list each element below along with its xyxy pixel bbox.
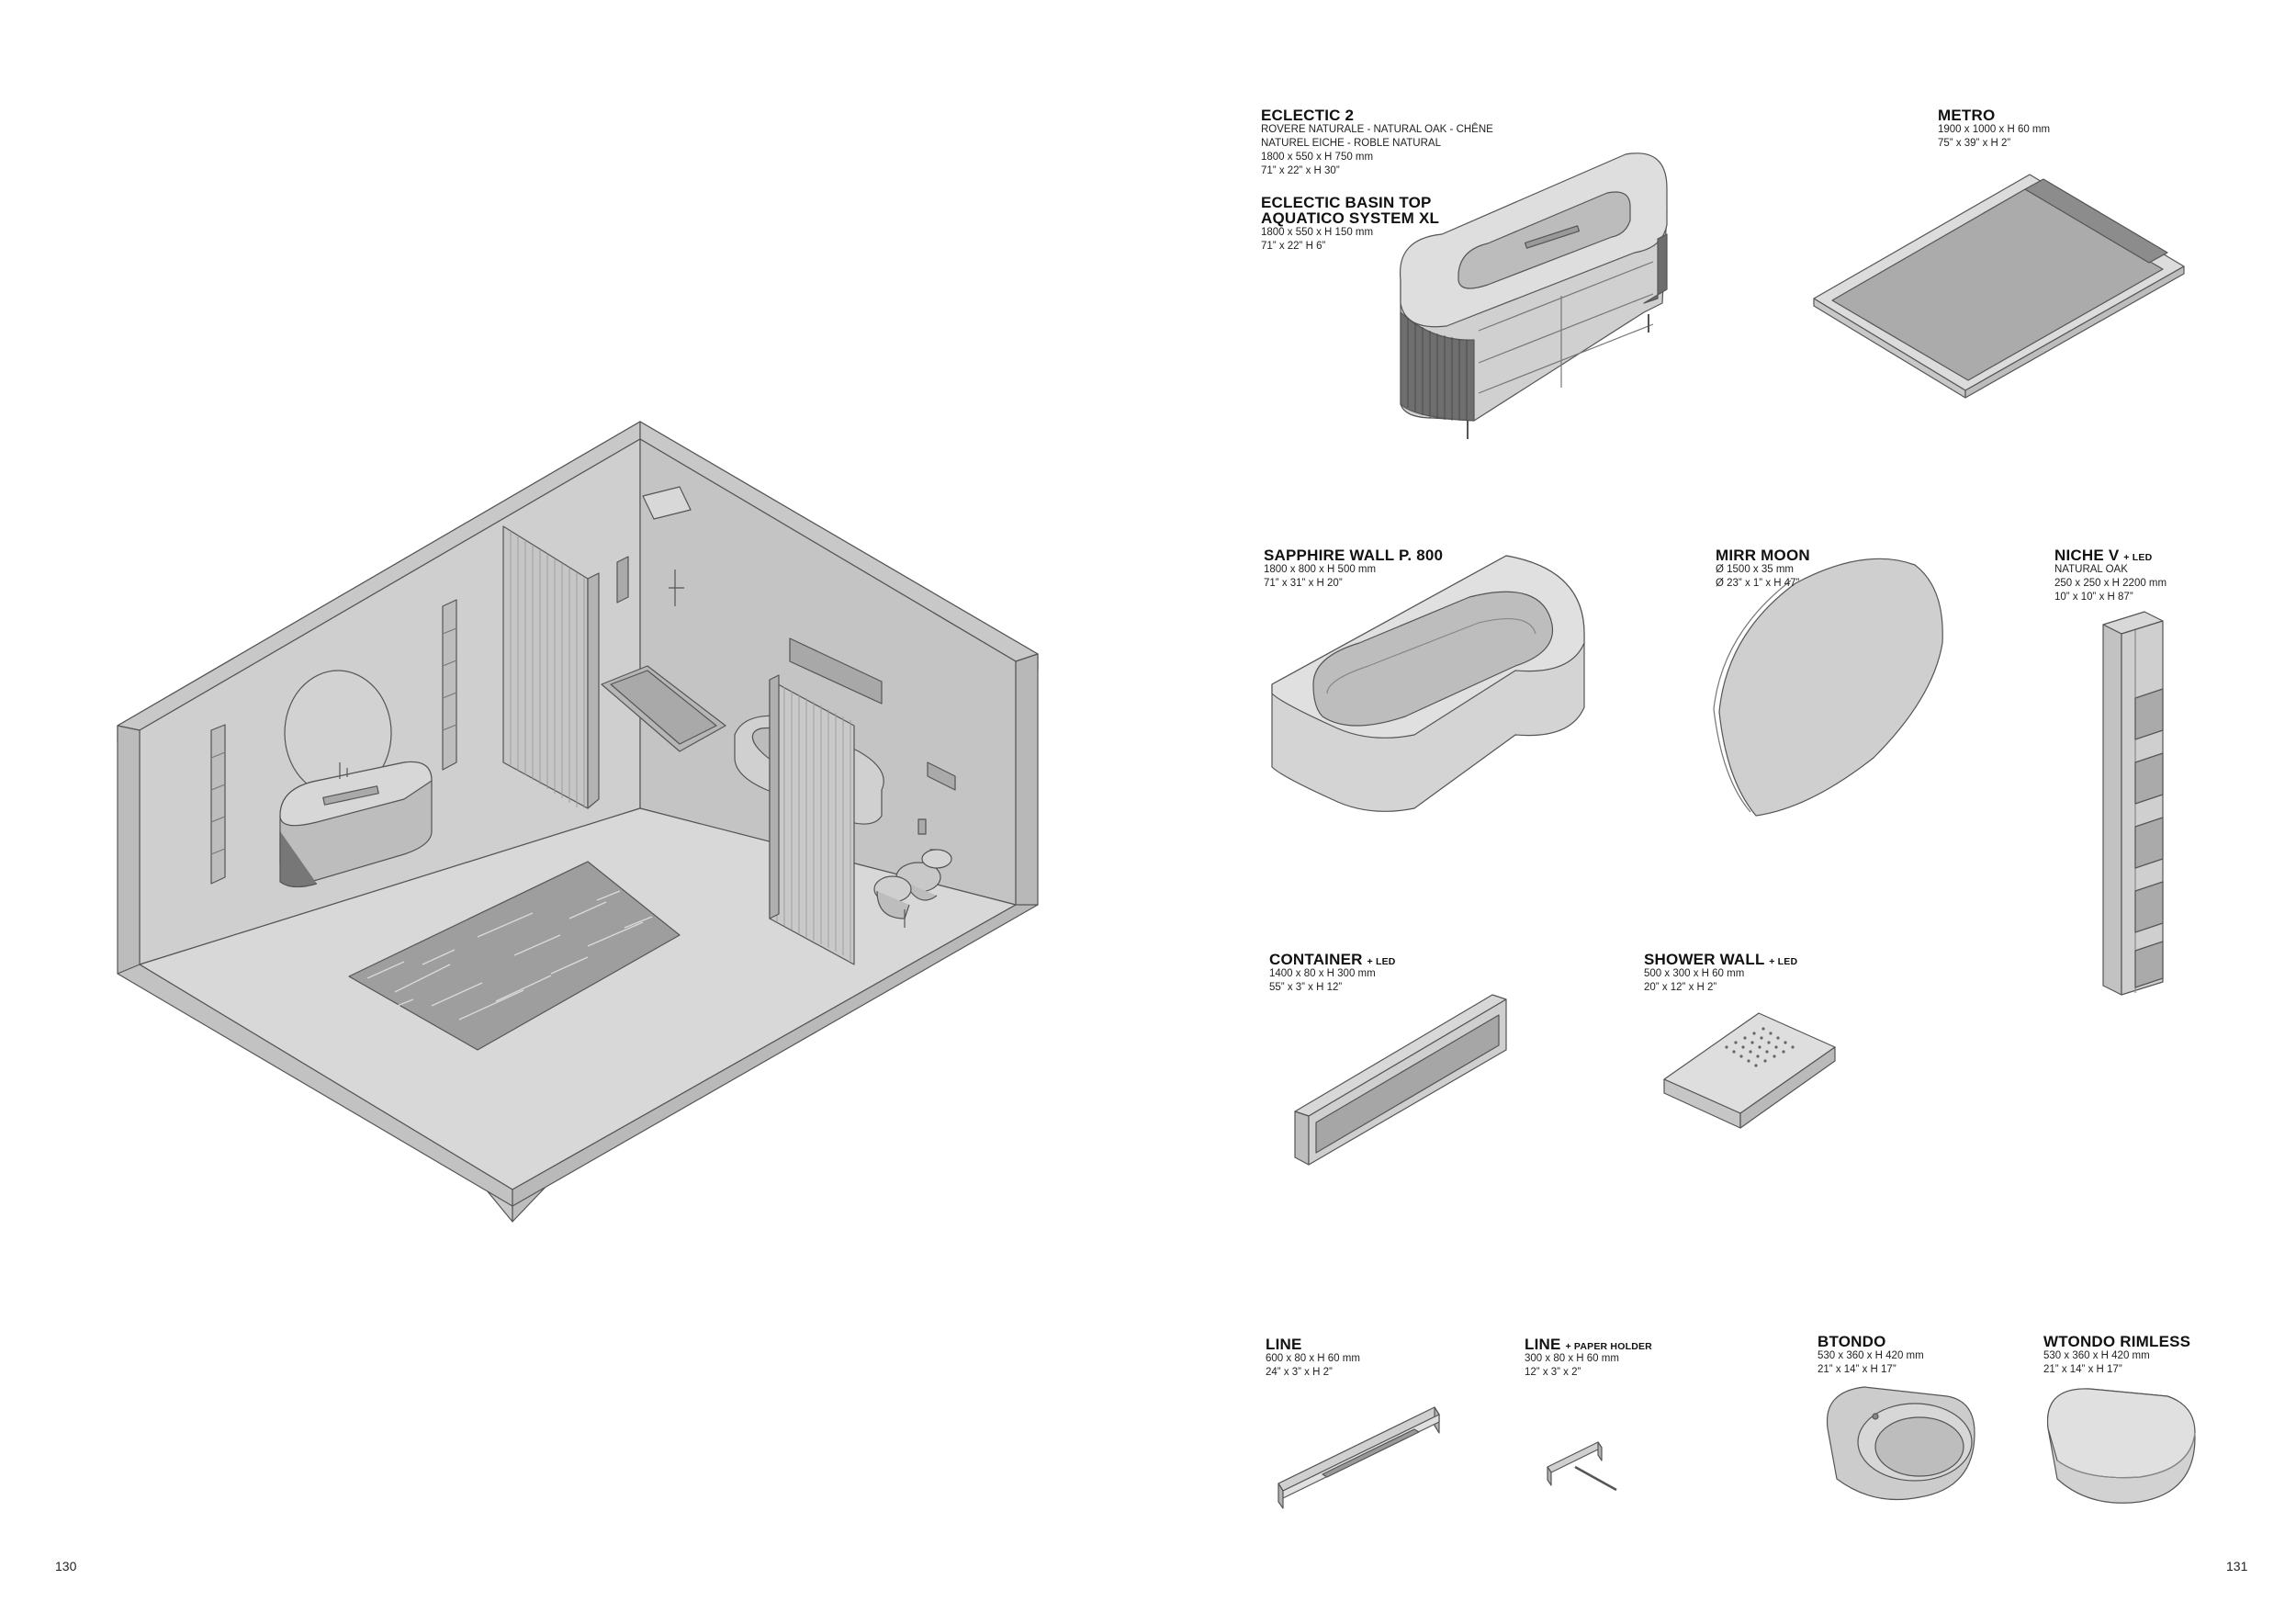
label-wtondo-rimless: WTONDO RIMLESS 530 x 360 x H 420 mm 21” … bbox=[2043, 1334, 2190, 1377]
product-title: LINE + PAPER HOLDER bbox=[1525, 1336, 1652, 1353]
product-spec: 1900 x 1000 x H 60 mm bbox=[1938, 124, 2051, 135]
product-title: NICHE V + LED bbox=[2054, 547, 2153, 564]
btondo-toilet-drawing bbox=[1826, 1386, 1975, 1501]
isometric-bathroom-room bbox=[117, 421, 1039, 1223]
product-title: ECLECTIC BASIN TOP bbox=[1261, 194, 1432, 211]
label-niche-v: NICHE V + LED NATURAL OAK 250 x 250 x H … bbox=[2054, 547, 2167, 604]
product-spec: 530 x 360 x H 420 mm bbox=[2043, 1350, 2150, 1361]
product-title-suffix: + LED bbox=[2123, 552, 2153, 563]
mirr-moon-drawing bbox=[1713, 558, 1943, 817]
product-title: METRO bbox=[1938, 107, 1996, 124]
product-title: SHOWER WALL + LED bbox=[1644, 951, 1798, 968]
line-shelf-drawing bbox=[1277, 1406, 1440, 1509]
product-spec: 1800 x 550 x H 750 mm bbox=[1261, 152, 1374, 163]
product-spec: 75” x 39” x H 2” bbox=[1938, 138, 2011, 149]
metro-shower-tray-drawing bbox=[1813, 174, 2185, 399]
product-spec: 71” x 31” x H 20” bbox=[1264, 578, 1343, 589]
product-spec: 21” x 14” x H 17” bbox=[1818, 1364, 1896, 1375]
product-spec: NATURAL OAK bbox=[2054, 564, 2128, 575]
product-spec: 1400 x 80 x H 300 mm bbox=[1269, 968, 1376, 979]
product-spec: 1800 x 550 x H 150 mm bbox=[1261, 227, 1374, 238]
product-title-2: AQUATICO SYSTEM XL bbox=[1261, 209, 1440, 227]
product-spec: ROVERE NATURALE - NATURAL OAK - CHÊNE bbox=[1261, 124, 1493, 135]
product-spec: NATUREL EICHE - ROBLE NATURAL bbox=[1261, 138, 1441, 149]
product-spec: 500 x 300 x H 60 mm bbox=[1644, 968, 1745, 979]
eclectic-vanity-drawing bbox=[1399, 152, 1668, 439]
product-spec: 600 x 80 x H 60 mm bbox=[1266, 1353, 1360, 1364]
product-spec: 1800 x 800 x H 500 mm bbox=[1264, 564, 1377, 575]
product-spec: Ø 1500 x 35 mm bbox=[1716, 564, 1795, 575]
product-spec: 20” x 12” x H 2” bbox=[1644, 982, 1717, 993]
product-title: ECLECTIC 2 bbox=[1261, 107, 1355, 124]
product-spec: 12” x 3” x 2” bbox=[1525, 1367, 1581, 1378]
label-line: LINE 600 x 80 x H 60 mm 24” x 3” x H 2” bbox=[1266, 1336, 1360, 1380]
product-spec: 24” x 3” x H 2” bbox=[1266, 1367, 1333, 1378]
label-container: CONTAINER + LED 1400 x 80 x H 300 mm 55”… bbox=[1269, 952, 1396, 995]
product-title: WTONDO RIMLESS bbox=[2043, 1333, 2191, 1350]
product-title: LINE bbox=[1266, 1336, 1302, 1353]
product-spec: 530 x 360 x H 420 mm bbox=[1818, 1350, 1924, 1361]
product-spec: 55” x 3” x H 12” bbox=[1269, 982, 1343, 993]
product-title: CONTAINER + LED bbox=[1269, 951, 1396, 968]
product-title: MIRR MOON bbox=[1716, 547, 1810, 564]
label-line-paper-holder: LINE + PAPER HOLDER 300 x 80 x H 60 mm 1… bbox=[1525, 1336, 1652, 1380]
product-title: BTONDO bbox=[1818, 1333, 1886, 1350]
product-spec: 300 x 80 x H 60 mm bbox=[1525, 1353, 1619, 1364]
container-drawing bbox=[1294, 994, 1507, 1166]
product-title: SAPPHIRE WALL P. 800 bbox=[1264, 547, 1444, 564]
label-sapphire-wall: SAPPHIRE WALL P. 800 1800 x 800 x H 500 … bbox=[1264, 547, 1443, 591]
label-metro: METRO 1900 x 1000 x H 60 mm 75” x 39” x … bbox=[1938, 107, 2050, 151]
product-title-suffix: + LED bbox=[1367, 956, 1396, 967]
product-spec: Ø 23” x 1” x H 47” bbox=[1716, 578, 1800, 589]
line-paper-holder-drawing bbox=[1547, 1441, 1617, 1492]
shower-wall-drawing bbox=[1663, 1012, 1836, 1129]
page-number-right: 131 bbox=[2226, 1559, 2248, 1573]
label-eclectic-basin-top: ECLECTIC BASIN TOP AQUATICO SYSTEM XL 18… bbox=[1261, 195, 1439, 254]
niche-v-drawing bbox=[2102, 611, 2164, 996]
product-spec: 71” x 22” H 6” bbox=[1261, 241, 1326, 252]
page-number-left: 130 bbox=[55, 1559, 77, 1573]
product-title-suffix: + PAPER HOLDER bbox=[1565, 1341, 1652, 1352]
wtondo-toilet-drawing bbox=[2046, 1388, 2196, 1504]
product-spec: 71” x 22” x H 30” bbox=[1261, 165, 1340, 176]
label-mirr-moon: MIRR MOON Ø 1500 x 35 mm Ø 23” x 1” x H … bbox=[1716, 547, 1810, 591]
label-btondo: BTONDO 530 x 360 x H 420 mm 21” x 14” x … bbox=[1818, 1334, 1924, 1377]
label-shower-wall: SHOWER WALL + LED 500 x 300 x H 60 mm 20… bbox=[1644, 952, 1797, 995]
sapphire-bathtub-drawing bbox=[1271, 555, 1585, 812]
product-spec: 21” x 14” x H 17” bbox=[2043, 1364, 2122, 1375]
product-spec: 10” x 10” x H 87” bbox=[2054, 592, 2133, 603]
product-title-suffix: + LED bbox=[1769, 956, 1798, 967]
product-spec: 250 x 250 x H 2200 mm bbox=[2054, 578, 2167, 589]
label-eclectic-2: ECLECTIC 2 ROVERE NATURALE - NATURAL OAK… bbox=[1261, 107, 1493, 178]
